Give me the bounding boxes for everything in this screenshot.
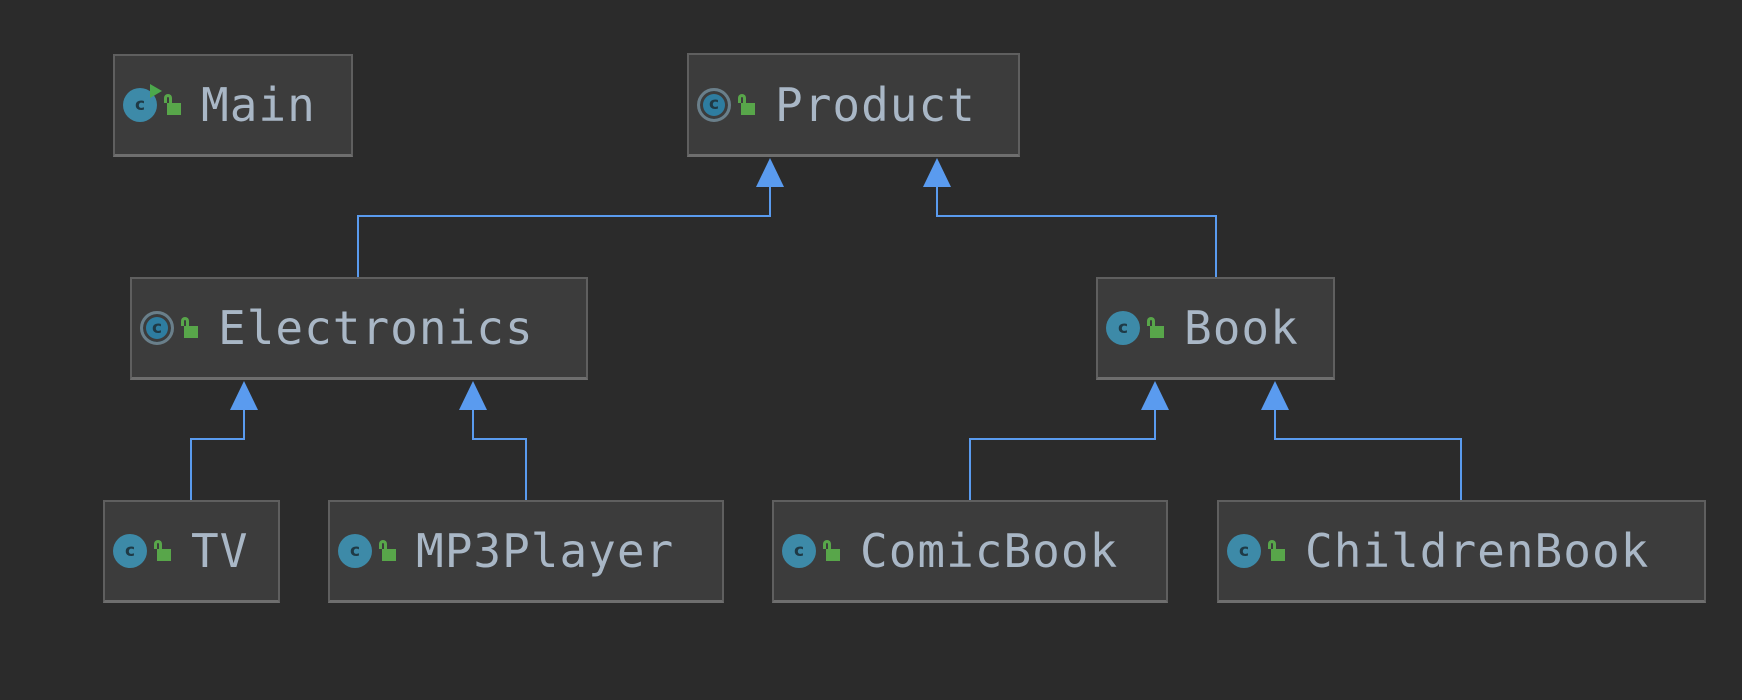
edge-mp3player-electronics xyxy=(472,409,527,500)
class-node-product[interactable]: c Product xyxy=(687,53,1020,157)
public-lock-icon xyxy=(180,317,198,339)
class-name: Electronics xyxy=(218,301,534,355)
inheritance-arrowhead xyxy=(230,381,258,410)
run-badge-icon xyxy=(150,84,162,98)
class-node-mp3player[interactable]: c MP3Player xyxy=(328,500,724,603)
inheritance-arrowhead xyxy=(756,158,784,187)
class-name: Product xyxy=(775,77,976,132)
public-lock-icon xyxy=(822,540,840,562)
inheritance-arrowhead xyxy=(1141,381,1169,410)
class-name: TV xyxy=(191,524,249,578)
class-name: Main xyxy=(201,78,316,132)
class-name: ChildrenBook xyxy=(1305,524,1650,578)
public-lock-icon xyxy=(163,94,181,116)
abstract-class-icon: c xyxy=(140,311,174,345)
class-icon: c xyxy=(113,534,147,568)
edge-childrenbook-book xyxy=(1274,409,1462,500)
public-lock-icon xyxy=(153,540,171,562)
edge-book-product xyxy=(936,186,1217,277)
class-name: ComicBook xyxy=(860,524,1119,578)
class-node-book[interactable]: c Book xyxy=(1096,277,1335,380)
class-node-tv[interactable]: c TV xyxy=(103,500,280,603)
class-icon: c xyxy=(1106,311,1140,345)
public-lock-icon xyxy=(378,540,396,562)
public-lock-icon xyxy=(1146,317,1164,339)
class-node-main[interactable]: c Main xyxy=(113,54,353,157)
inheritance-arrowhead xyxy=(1261,381,1289,410)
class-name: Book xyxy=(1184,301,1299,355)
class-node-comicbook[interactable]: c ComicBook xyxy=(772,500,1168,603)
inheritance-arrowhead xyxy=(923,158,951,187)
class-runnable-icon: c xyxy=(123,84,162,122)
class-icon: c xyxy=(1227,534,1261,568)
class-icon: c xyxy=(338,534,372,568)
abstract-class-icon: c xyxy=(697,87,731,122)
public-lock-icon xyxy=(737,93,755,116)
class-node-childrenbook[interactable]: c ChildrenBook xyxy=(1217,500,1706,603)
class-node-electronics[interactable]: c Electronics xyxy=(130,277,588,380)
inheritance-arrowhead xyxy=(459,381,487,410)
edge-electronics-product xyxy=(357,186,771,277)
class-icon: c xyxy=(782,534,816,568)
edge-comicbook-book xyxy=(969,409,1156,500)
edge-tv-electronics xyxy=(190,409,245,500)
public-lock-icon xyxy=(1267,540,1285,562)
class-name: MP3Player xyxy=(416,524,675,578)
